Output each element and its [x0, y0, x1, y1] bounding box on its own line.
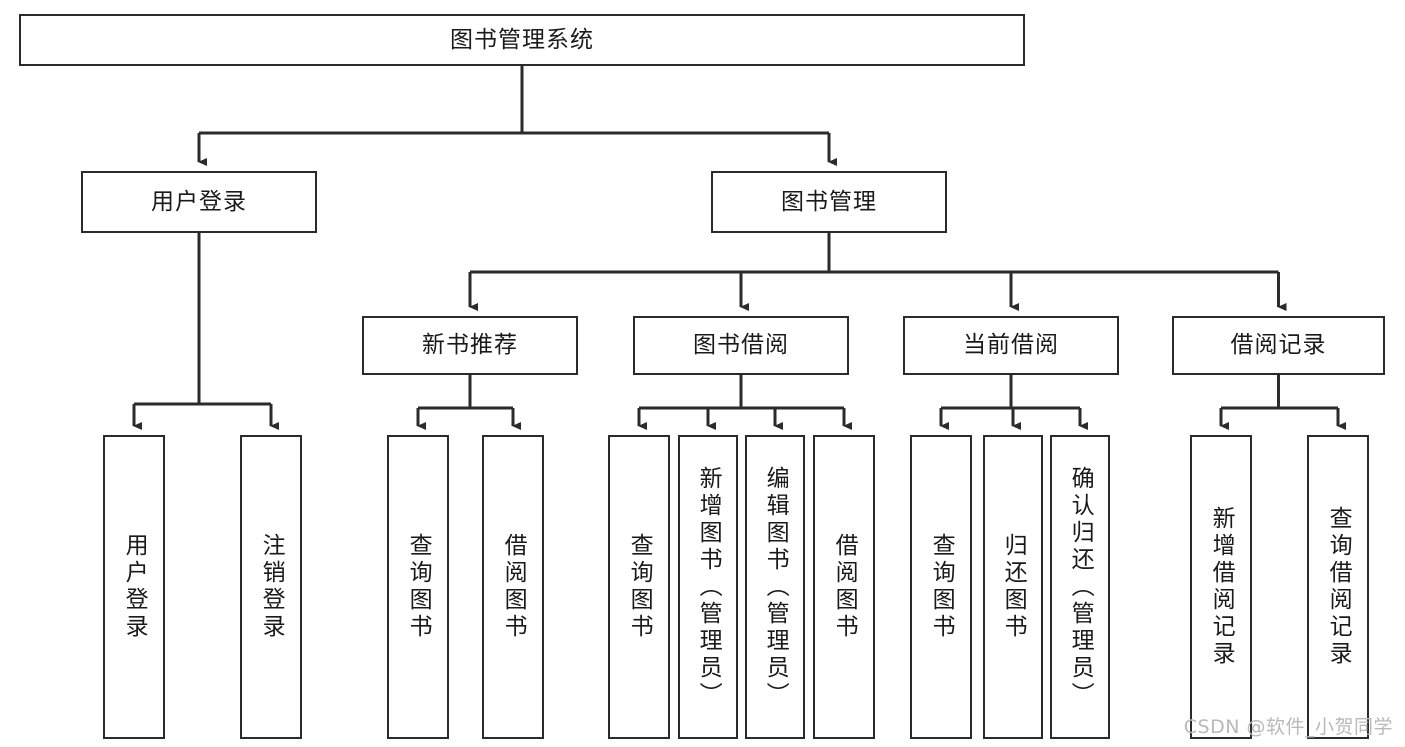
node-leaf-query-record[interactable]: 查询借阅记录	[1307, 435, 1369, 739]
node-label: 新书推荐	[422, 332, 518, 359]
node-label: 查询图书	[928, 533, 955, 641]
node-borrow-record[interactable]: 借阅记录	[1172, 316, 1385, 375]
node-label: 查询图书	[405, 533, 432, 641]
node-leaf-user-login[interactable]: 用户登录	[103, 435, 165, 739]
node-label: 新增借阅记录	[1208, 506, 1235, 668]
node-label: 注销登录	[258, 533, 285, 641]
node-leaf-borrow-book-1[interactable]: 借阅图书	[482, 435, 544, 739]
node-leaf-edit-book[interactable]: 编辑图书（管理员）	[745, 435, 805, 739]
node-label: 查询借阅记录	[1325, 506, 1352, 668]
node-label: 确认归还（管理员）	[1067, 465, 1094, 709]
node-label: 图书借阅	[693, 332, 789, 359]
node-book-manage[interactable]: 图书管理	[711, 171, 947, 233]
csdn-watermark: CSDN @软件_小贺同学	[1183, 716, 1393, 738]
node-label: 当前借阅	[963, 332, 1059, 359]
node-label: 用户登录	[121, 533, 148, 641]
node-root[interactable]: 图书管理系统	[19, 14, 1025, 66]
node-label: 新增图书（管理员）	[695, 465, 722, 709]
node-label: 借阅图书	[831, 533, 858, 641]
node-label: 归还图书	[1000, 533, 1027, 641]
node-leaf-add-book[interactable]: 新增图书（管理员）	[678, 435, 738, 739]
node-label: 查询图书	[626, 533, 653, 641]
node-leaf-add-record[interactable]: 新增借阅记录	[1190, 435, 1252, 739]
node-label: 图书管理系统	[450, 26, 594, 53]
node-leaf-query-book-1[interactable]: 查询图书	[387, 435, 449, 739]
node-label: 借阅记录	[1230, 332, 1327, 359]
node-leaf-borrow-book-2[interactable]: 借阅图书	[813, 435, 875, 739]
node-label: 编辑图书（管理员）	[762, 465, 789, 709]
node-current-borrow[interactable]: 当前借阅	[903, 316, 1119, 375]
node-user-login[interactable]: 用户登录	[81, 171, 317, 233]
node-label: 借阅图书	[500, 533, 527, 641]
node-book-borrow[interactable]: 图书借阅	[633, 316, 849, 375]
node-leaf-return-book[interactable]: 归还图书	[983, 435, 1043, 739]
node-leaf-user-logout[interactable]: 注销登录	[240, 435, 302, 739]
node-leaf-query-book-2[interactable]: 查询图书	[608, 435, 670, 739]
node-new-book-recommend[interactable]: 新书推荐	[362, 316, 578, 375]
node-label: 用户登录	[151, 188, 247, 215]
node-leaf-query-book-3[interactable]: 查询图书	[910, 435, 972, 739]
node-leaf-confirm-return[interactable]: 确认归还（管理员）	[1050, 435, 1110, 739]
node-label: 图书管理	[781, 188, 877, 215]
